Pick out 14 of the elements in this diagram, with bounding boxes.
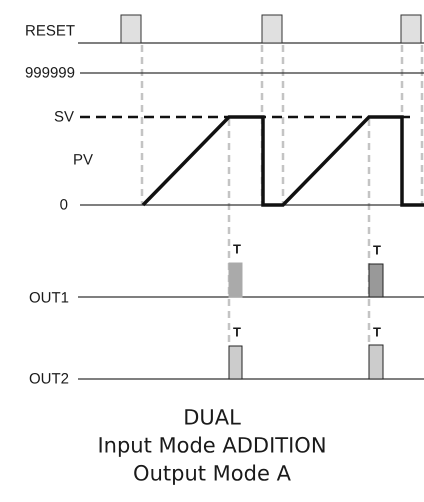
signal-label: PV xyxy=(73,152,94,168)
pulse-label: T xyxy=(233,326,241,338)
signal-label: RESET xyxy=(24,24,75,38)
signal-label: 999999 xyxy=(24,66,75,80)
pulse-label: T xyxy=(373,244,381,256)
signal-label: 0 xyxy=(60,198,68,212)
pulse-label: T xyxy=(373,326,381,338)
signal-label: OUT2 xyxy=(28,372,69,386)
caption-line: DUAL xyxy=(183,408,241,428)
caption-line: Input Mode ADDITION xyxy=(97,436,327,456)
signal-label: SV xyxy=(54,110,74,124)
caption-line: Output Mode A xyxy=(133,464,291,484)
pulse-label: T xyxy=(233,242,241,256)
signal-label: OUT1 xyxy=(28,290,69,306)
